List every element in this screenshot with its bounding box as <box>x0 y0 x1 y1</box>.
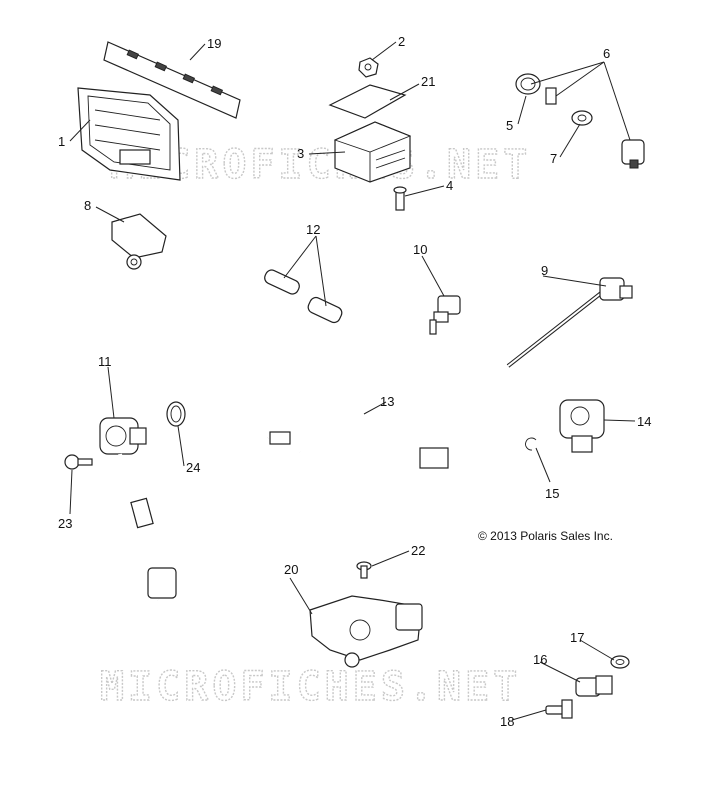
part-7-washer[interactable] <box>571 110 593 126</box>
callout-15: 15 <box>545 486 559 501</box>
part-15-clip[interactable] <box>525 437 537 451</box>
callout-24: 24 <box>186 460 200 475</box>
callout-1: 1 <box>58 134 65 149</box>
callout-14: 14 <box>637 414 651 429</box>
part-1-ecu[interactable] <box>77 87 181 181</box>
part-16-fitting[interactable] <box>575 675 613 697</box>
callout-13: 13 <box>380 394 394 409</box>
part-5-sensor-cap[interactable] <box>515 73 541 95</box>
part-22-screw[interactable] <box>356 561 372 579</box>
callout-8: 8 <box>84 198 91 213</box>
part-20-throttle-body[interactable] <box>295 595 423 668</box>
part-8-map-sensor[interactable] <box>111 213 167 270</box>
callout-17: 17 <box>570 630 584 645</box>
callout-20: 20 <box>284 562 298 577</box>
part-21-cover[interactable] <box>328 84 407 119</box>
callout-16: 16 <box>533 652 547 667</box>
callout-5: 5 <box>506 118 513 133</box>
part-24-o-ring[interactable] <box>166 401 186 427</box>
part-12-pin-b[interactable] <box>306 296 344 325</box>
callout-3: 3 <box>297 146 304 161</box>
callout-11: 11 <box>98 354 112 369</box>
part-3-relay-box[interactable] <box>333 121 412 183</box>
callout-2: 2 <box>398 34 405 49</box>
part-4-screw[interactable] <box>393 186 407 211</box>
part-10-temp-sensor[interactable] <box>429 295 461 335</box>
callout-22: 22 <box>411 543 425 558</box>
part-18-bolt[interactable] <box>545 699 573 719</box>
callout-6: 6 <box>603 46 610 61</box>
callout-12: 12 <box>306 222 320 237</box>
callout-10: 10 <box>413 242 427 257</box>
callout-23: 23 <box>58 516 72 531</box>
part-19-bracket[interactable] <box>103 41 241 119</box>
part-17-o-ring[interactable] <box>610 655 630 669</box>
part-2-nut[interactable] <box>358 57 379 78</box>
part-14-knock-sensor[interactable] <box>559 399 605 453</box>
callout-9: 9 <box>541 263 548 278</box>
copyright-text: © 2013 Polaris Sales Inc. <box>478 529 613 543</box>
callout-18: 18 <box>500 714 514 729</box>
part-11-tps-sensor[interactable] <box>99 417 177 601</box>
part-9-rod-sensor[interactable] <box>506 277 633 368</box>
callout-19: 19 <box>207 36 221 51</box>
part-12-pin-a[interactable] <box>263 268 302 296</box>
part-23-bolt[interactable] <box>64 454 93 470</box>
callouts: 1 2 3 4 5 6 7 8 9 10 11 12 13 14 15 16 1… <box>58 34 651 729</box>
leader-lines <box>69 41 636 721</box>
callout-21: 21 <box>421 74 435 89</box>
part-6-clip[interactable] <box>545 87 557 105</box>
part-6-sensor[interactable] <box>621 139 645 169</box>
callout-7: 7 <box>550 151 557 166</box>
callout-4: 4 <box>446 178 453 193</box>
part-13-harness[interactable] <box>267 408 449 469</box>
watermark-bottom: MICROFICHES.NET <box>100 664 521 710</box>
